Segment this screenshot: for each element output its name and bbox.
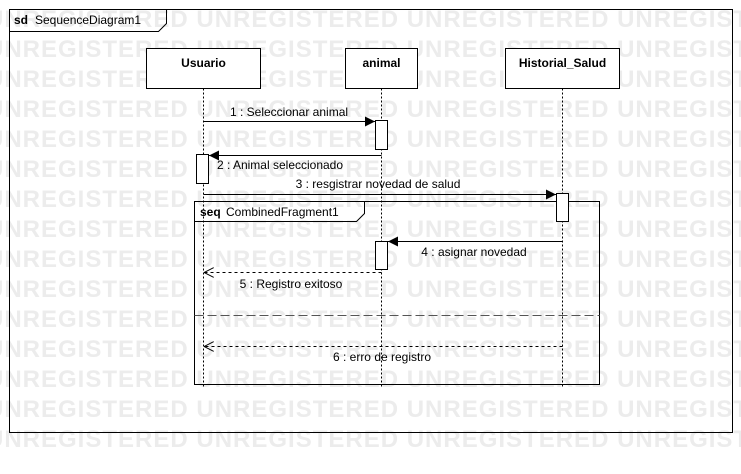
message-2-label: 2 : Animal seleccionado	[217, 158, 343, 172]
message-2[interactable]: 2 : Animal seleccionado	[209, 150, 382, 173]
message-1-label: 1 : Seleccionar animal	[230, 105, 348, 119]
message-3-label: 3 : resgistrar novedad de salud	[296, 177, 461, 191]
message-5-label: 5 : Registro exitoso	[240, 277, 343, 291]
message-5[interactable]: 5 : Registro exitoso	[204, 273, 382, 292]
sd-frame-keyword: sd	[14, 13, 28, 27]
activation-animal-2	[375, 241, 388, 270]
message-4-label: 4 : asignar novedad	[421, 245, 526, 259]
activation-historial-salud-1	[556, 193, 569, 222]
message-1[interactable]: 1 : Seleccionar animal	[203, 105, 376, 127]
activation-usuario-1	[196, 154, 209, 184]
combined-fragment-keyword: seq	[200, 205, 221, 219]
message-3[interactable]: 3 : resgistrar novedad de salud	[203, 177, 557, 200]
lifeline-historial-salud-label: Historial_Salud	[519, 56, 606, 70]
lifeline-animal-label: animal	[362, 56, 400, 70]
lifeline-historial-salud[interactable]: Historial_Salud	[505, 48, 620, 388]
lifeline-animal[interactable]: animal	[345, 48, 418, 388]
message-6[interactable]: 6 : erro de registro	[204, 347, 563, 365]
combined-fragment[interactable]: seq CombinedFragment1	[194, 201, 600, 385]
combined-fragment-title: CombinedFragment1	[226, 205, 339, 219]
lifeline-usuario[interactable]: Usuario	[146, 48, 261, 388]
lifeline-usuario-label: Usuario	[181, 56, 226, 70]
message-4[interactable]: 4 : asignar novedad	[388, 236, 563, 260]
sd-frame-title: SequenceDiagram1	[35, 13, 141, 27]
activation-animal-1	[375, 120, 388, 150]
sd-frame: sd SequenceDiagram1	[9, 9, 733, 433]
message-6-label: 6 : erro de registro	[333, 350, 431, 364]
